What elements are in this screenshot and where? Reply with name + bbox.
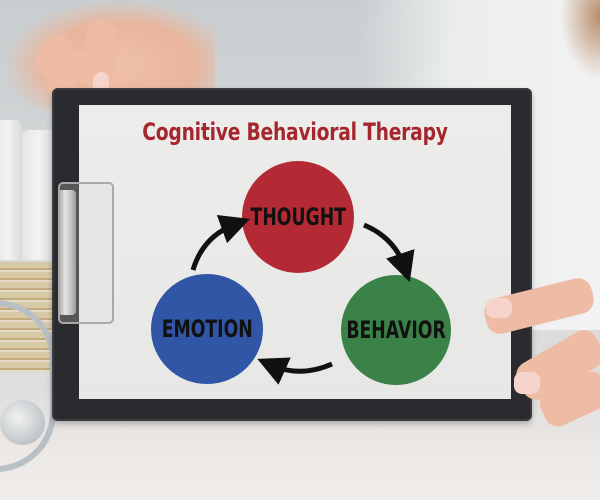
clipboard-clip-bar (58, 190, 76, 315)
behavior-label: BEHAVIOR (346, 316, 446, 344)
emotion-node: EMOTION (151, 274, 263, 384)
thought-node: THOUGHT (242, 161, 354, 273)
clipboard-clip (58, 182, 114, 324)
medicine-bottle (22, 130, 54, 260)
arrow-behavior-to-emotion (257, 357, 334, 385)
behavior-node: BEHAVIOR (341, 275, 451, 385)
arrow-thought-to-behavior (362, 222, 415, 283)
background-hair (560, 0, 600, 80)
arrow-emotion-to-thought (190, 215, 251, 271)
white-desk (0, 425, 600, 500)
right-hand (481, 250, 600, 432)
emotion-label: EMOTION (161, 315, 253, 343)
diagram-title: Cognitive Behavioral Therapy (142, 118, 448, 146)
medicine-bottle (0, 120, 22, 260)
thought-label: THOUGHT (250, 203, 346, 231)
stethoscope-chestpiece (0, 400, 45, 445)
